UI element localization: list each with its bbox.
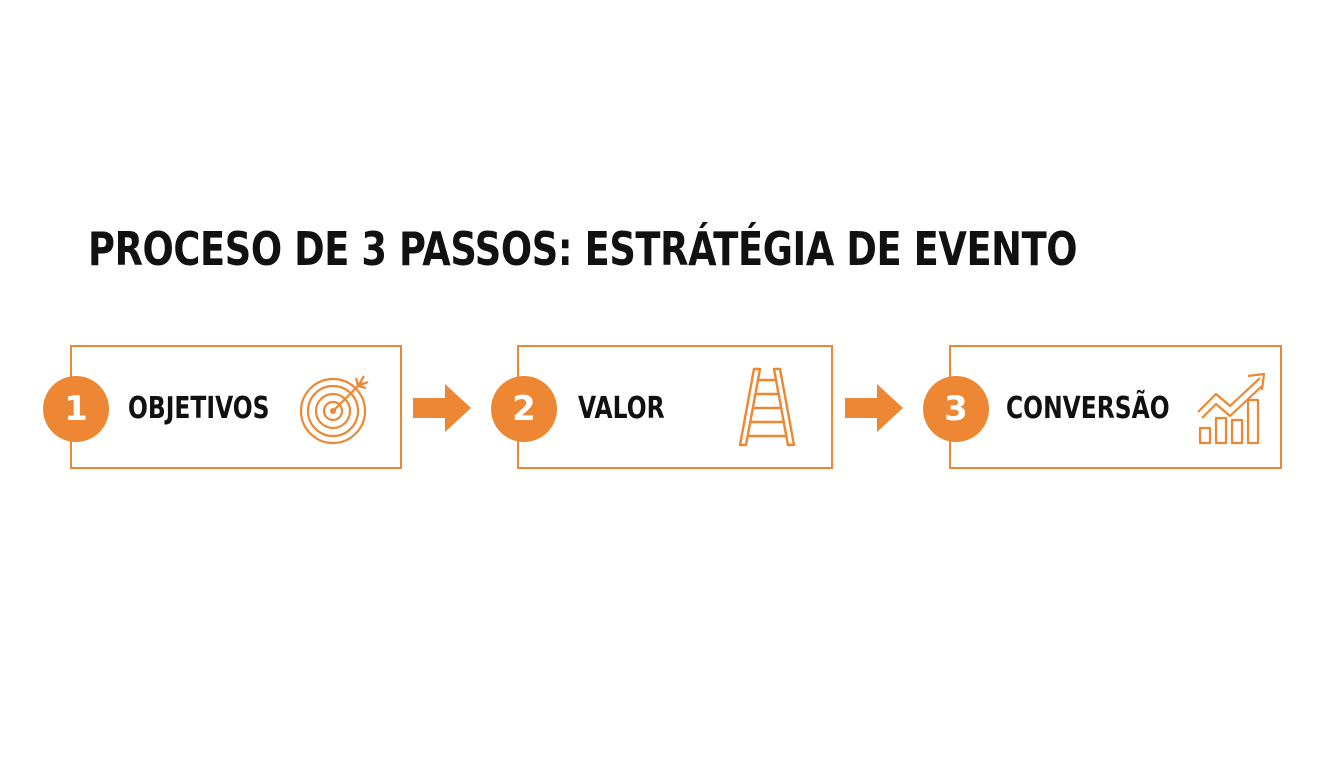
step-box-1 bbox=[70, 345, 402, 469]
step-label-2: VALOR bbox=[578, 391, 665, 426]
arrow-right-icon bbox=[845, 384, 903, 432]
step-label-1: OBJETIVOS bbox=[128, 391, 270, 426]
target-icon bbox=[299, 375, 369, 445]
step-number-3: 3 bbox=[923, 376, 989, 442]
step-label-3: CONVERSÃO bbox=[1006, 391, 1170, 426]
ladder-icon bbox=[738, 367, 796, 447]
diagram-title: PROCESO DE 3 PASSOS: ESTRÁTÉGIA DE EVENT… bbox=[88, 222, 1078, 276]
step-number-2: 2 bbox=[491, 376, 557, 442]
arrow-right-icon bbox=[413, 384, 471, 432]
step-number-1: 1 bbox=[43, 376, 109, 442]
growth-chart-icon bbox=[1197, 372, 1266, 445]
